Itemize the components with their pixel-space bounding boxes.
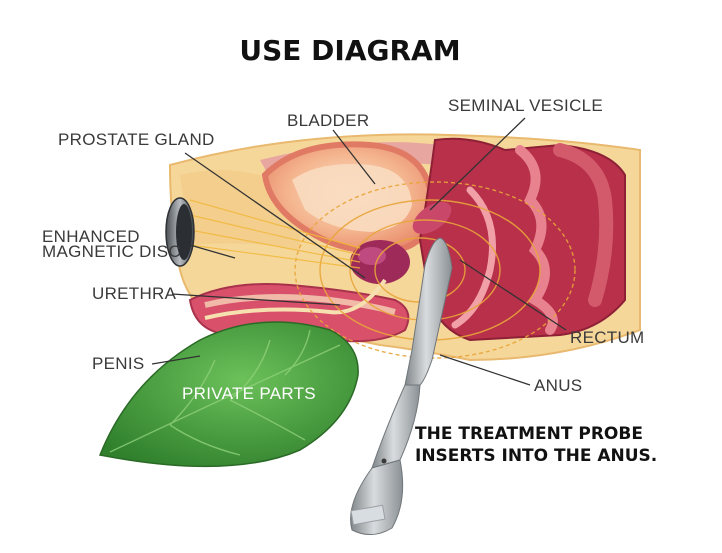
treatment-probe <box>350 237 453 535</box>
disc-label-line2: MAGNETIC DISC <box>42 242 181 261</box>
diagram-title: USE DIAGRAM <box>239 34 461 67</box>
private-parts-label: PRIVATE PARTS <box>182 384 316 403</box>
magnetic-field-rays <box>189 199 361 269</box>
penis-label: PENIS <box>92 354 145 373</box>
prostate-highlight <box>358 247 386 265</box>
anus-label: ANUS <box>534 376 583 395</box>
probe-caption: THE TREATMENT PROBE INSERTS INTO THE ANU… <box>415 423 657 467</box>
urethra-channel <box>204 278 387 320</box>
colon-loop <box>553 143 614 307</box>
rectum-label: RECTUM <box>570 328 645 347</box>
urethra-label: URETHRA <box>92 284 177 303</box>
leader-lines <box>151 117 567 386</box>
leaf-veins <box>109 329 341 456</box>
enhanced-magnetic-disc-label: ENHANCED MAGNETIC DISC <box>42 227 181 261</box>
magnetic-disc-face <box>176 204 192 260</box>
caption-line1: THE TREATMENT PROBE <box>415 424 643 444</box>
seminal-vesicle-organ <box>412 202 452 234</box>
caption-line2: INSERTS INTO THE ANUS. <box>415 446 658 466</box>
leaf <box>98 321 359 468</box>
seminal-vesicle-label: SEMINAL VESICLE <box>448 96 604 115</box>
bladder-label: BLADDER <box>287 111 370 130</box>
prostate-gland-label: PROSTATE GLAND <box>58 130 215 149</box>
disc-label-line1: ENHANCED <box>42 227 140 246</box>
bladder-cavity <box>292 164 412 232</box>
